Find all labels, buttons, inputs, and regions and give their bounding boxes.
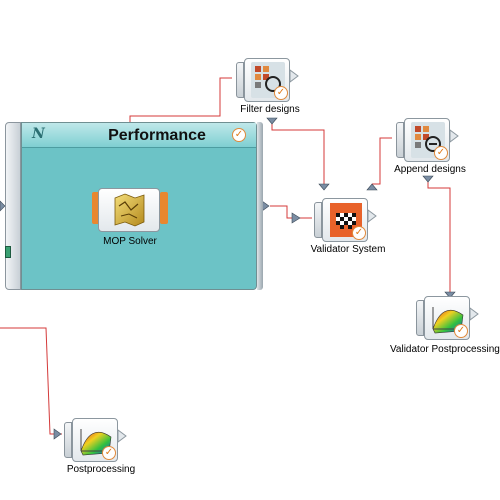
node-mop-solver[interactable] <box>92 188 174 234</box>
wire-append-to-validator-post <box>427 182 451 292</box>
port-arrow <box>0 200 6 212</box>
node-append-designs[interactable]: ✓ <box>396 118 460 162</box>
label-validator-postprocessing: Validator Postprocessing <box>390 344 500 355</box>
node-validator-system[interactable]: ✓ <box>314 198 378 242</box>
validator-post-output-port[interactable] <box>470 300 480 336</box>
mop-output-port[interactable] <box>160 192 168 224</box>
composite-title: Performance <box>108 127 206 144</box>
status-check-icon: ✓ <box>434 146 448 160</box>
mop-input-port[interactable] <box>92 192 100 224</box>
postprocessing-output-port[interactable] <box>118 422 128 458</box>
label-validator-system: Validator System <box>310 244 386 255</box>
label-filter-designs: Filter designs <box>240 104 300 115</box>
wire-validator-to-append <box>372 137 392 185</box>
node-postprocessing[interactable]: ✓ <box>64 418 128 462</box>
status-check-icon: ✓ <box>102 446 116 460</box>
status-check-icon: ✓ <box>454 324 468 338</box>
wire-left-to-postprocessing <box>0 327 62 435</box>
postprocessing-input-port[interactable] <box>64 422 72 458</box>
composite-side-marker <box>5 246 11 258</box>
validator-output-port[interactable] <box>368 202 378 238</box>
port-arrow <box>53 428 62 440</box>
solver-map-icon <box>114 193 145 227</box>
port-arrow <box>422 175 434 183</box>
port-arrow <box>266 117 278 125</box>
composite-right-port[interactable] <box>257 122 263 290</box>
label-mop-solver: MOP Solver <box>103 236 157 247</box>
composite-left-port[interactable] <box>5 122 21 290</box>
label-append-designs: Append designs <box>394 164 466 175</box>
port-arrow <box>318 183 330 191</box>
node-validator-postprocessing[interactable]: ✓ <box>416 296 480 340</box>
status-check-icon: ✓ <box>232 128 246 142</box>
append-output-port[interactable] <box>450 122 460 158</box>
composite-type-icon: N <box>32 126 45 142</box>
filter-output-port[interactable] <box>290 62 300 98</box>
wire-filter-to-validator <box>271 124 325 184</box>
validator-input-port[interactable] <box>314 202 322 238</box>
status-check-icon: ✓ <box>274 86 288 100</box>
node-filter-designs[interactable]: ✓ <box>236 58 300 102</box>
validator-post-input-port[interactable] <box>416 300 424 336</box>
wire-performance-to-validator <box>270 205 312 219</box>
port-arrow <box>444 291 456 299</box>
filter-input-port[interactable] <box>236 62 244 98</box>
port-arrow <box>261 200 270 212</box>
composite-header: N Performance <box>22 123 256 148</box>
port-arrow <box>291 212 301 224</box>
append-input-port[interactable] <box>396 122 404 158</box>
mop-node-body[interactable] <box>98 188 160 232</box>
port-arrow <box>366 183 378 191</box>
label-postprocessing: Postprocessing <box>66 464 136 475</box>
status-check-icon: ✓ <box>352 226 366 240</box>
